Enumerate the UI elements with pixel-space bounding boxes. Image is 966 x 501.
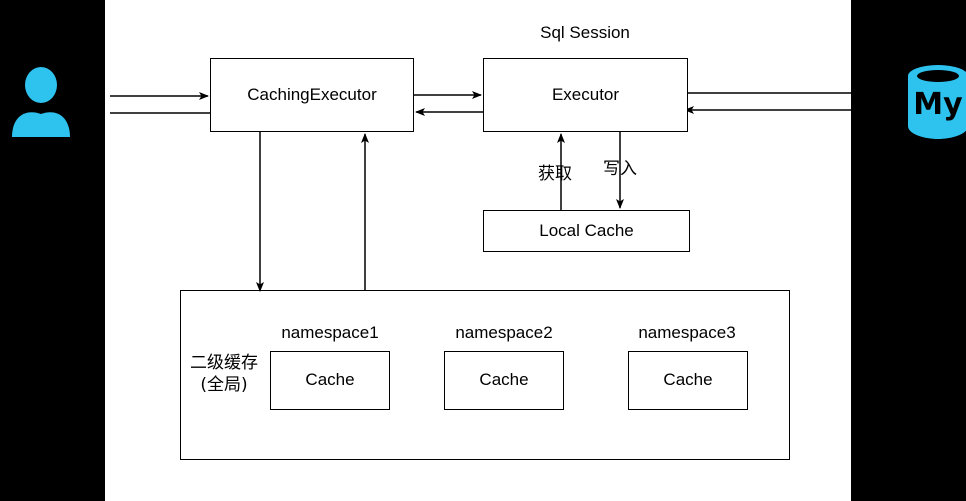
- node-cache-namespace2[interactable]: Cache: [444, 351, 564, 410]
- edge-label-fetch: 获取: [538, 164, 572, 184]
- person-icon: [10, 65, 72, 137]
- label-namespace1: namespace1: [281, 323, 379, 342]
- node-executor[interactable]: Executor: [483, 58, 688, 132]
- diagram-title: Sql Session: [540, 23, 630, 42]
- edge-label-write: 写入: [603, 159, 637, 179]
- group-label-second-level-cache: 二级缓存 (全局): [190, 353, 258, 396]
- database-icon-label: My: [913, 87, 963, 122]
- node-cache-namespace1[interactable]: Cache: [270, 351, 390, 410]
- mysql-database-icon: My: [906, 62, 966, 140]
- group-second-level-cache: [180, 290, 790, 460]
- label-namespace2: namespace2: [455, 323, 553, 342]
- label-namespace3: namespace3: [638, 323, 736, 342]
- node-cache-namespace3[interactable]: Cache: [628, 351, 748, 410]
- node-caching-executor[interactable]: CachingExecutor: [210, 58, 414, 132]
- node-local-cache[interactable]: Local Cache: [483, 210, 690, 252]
